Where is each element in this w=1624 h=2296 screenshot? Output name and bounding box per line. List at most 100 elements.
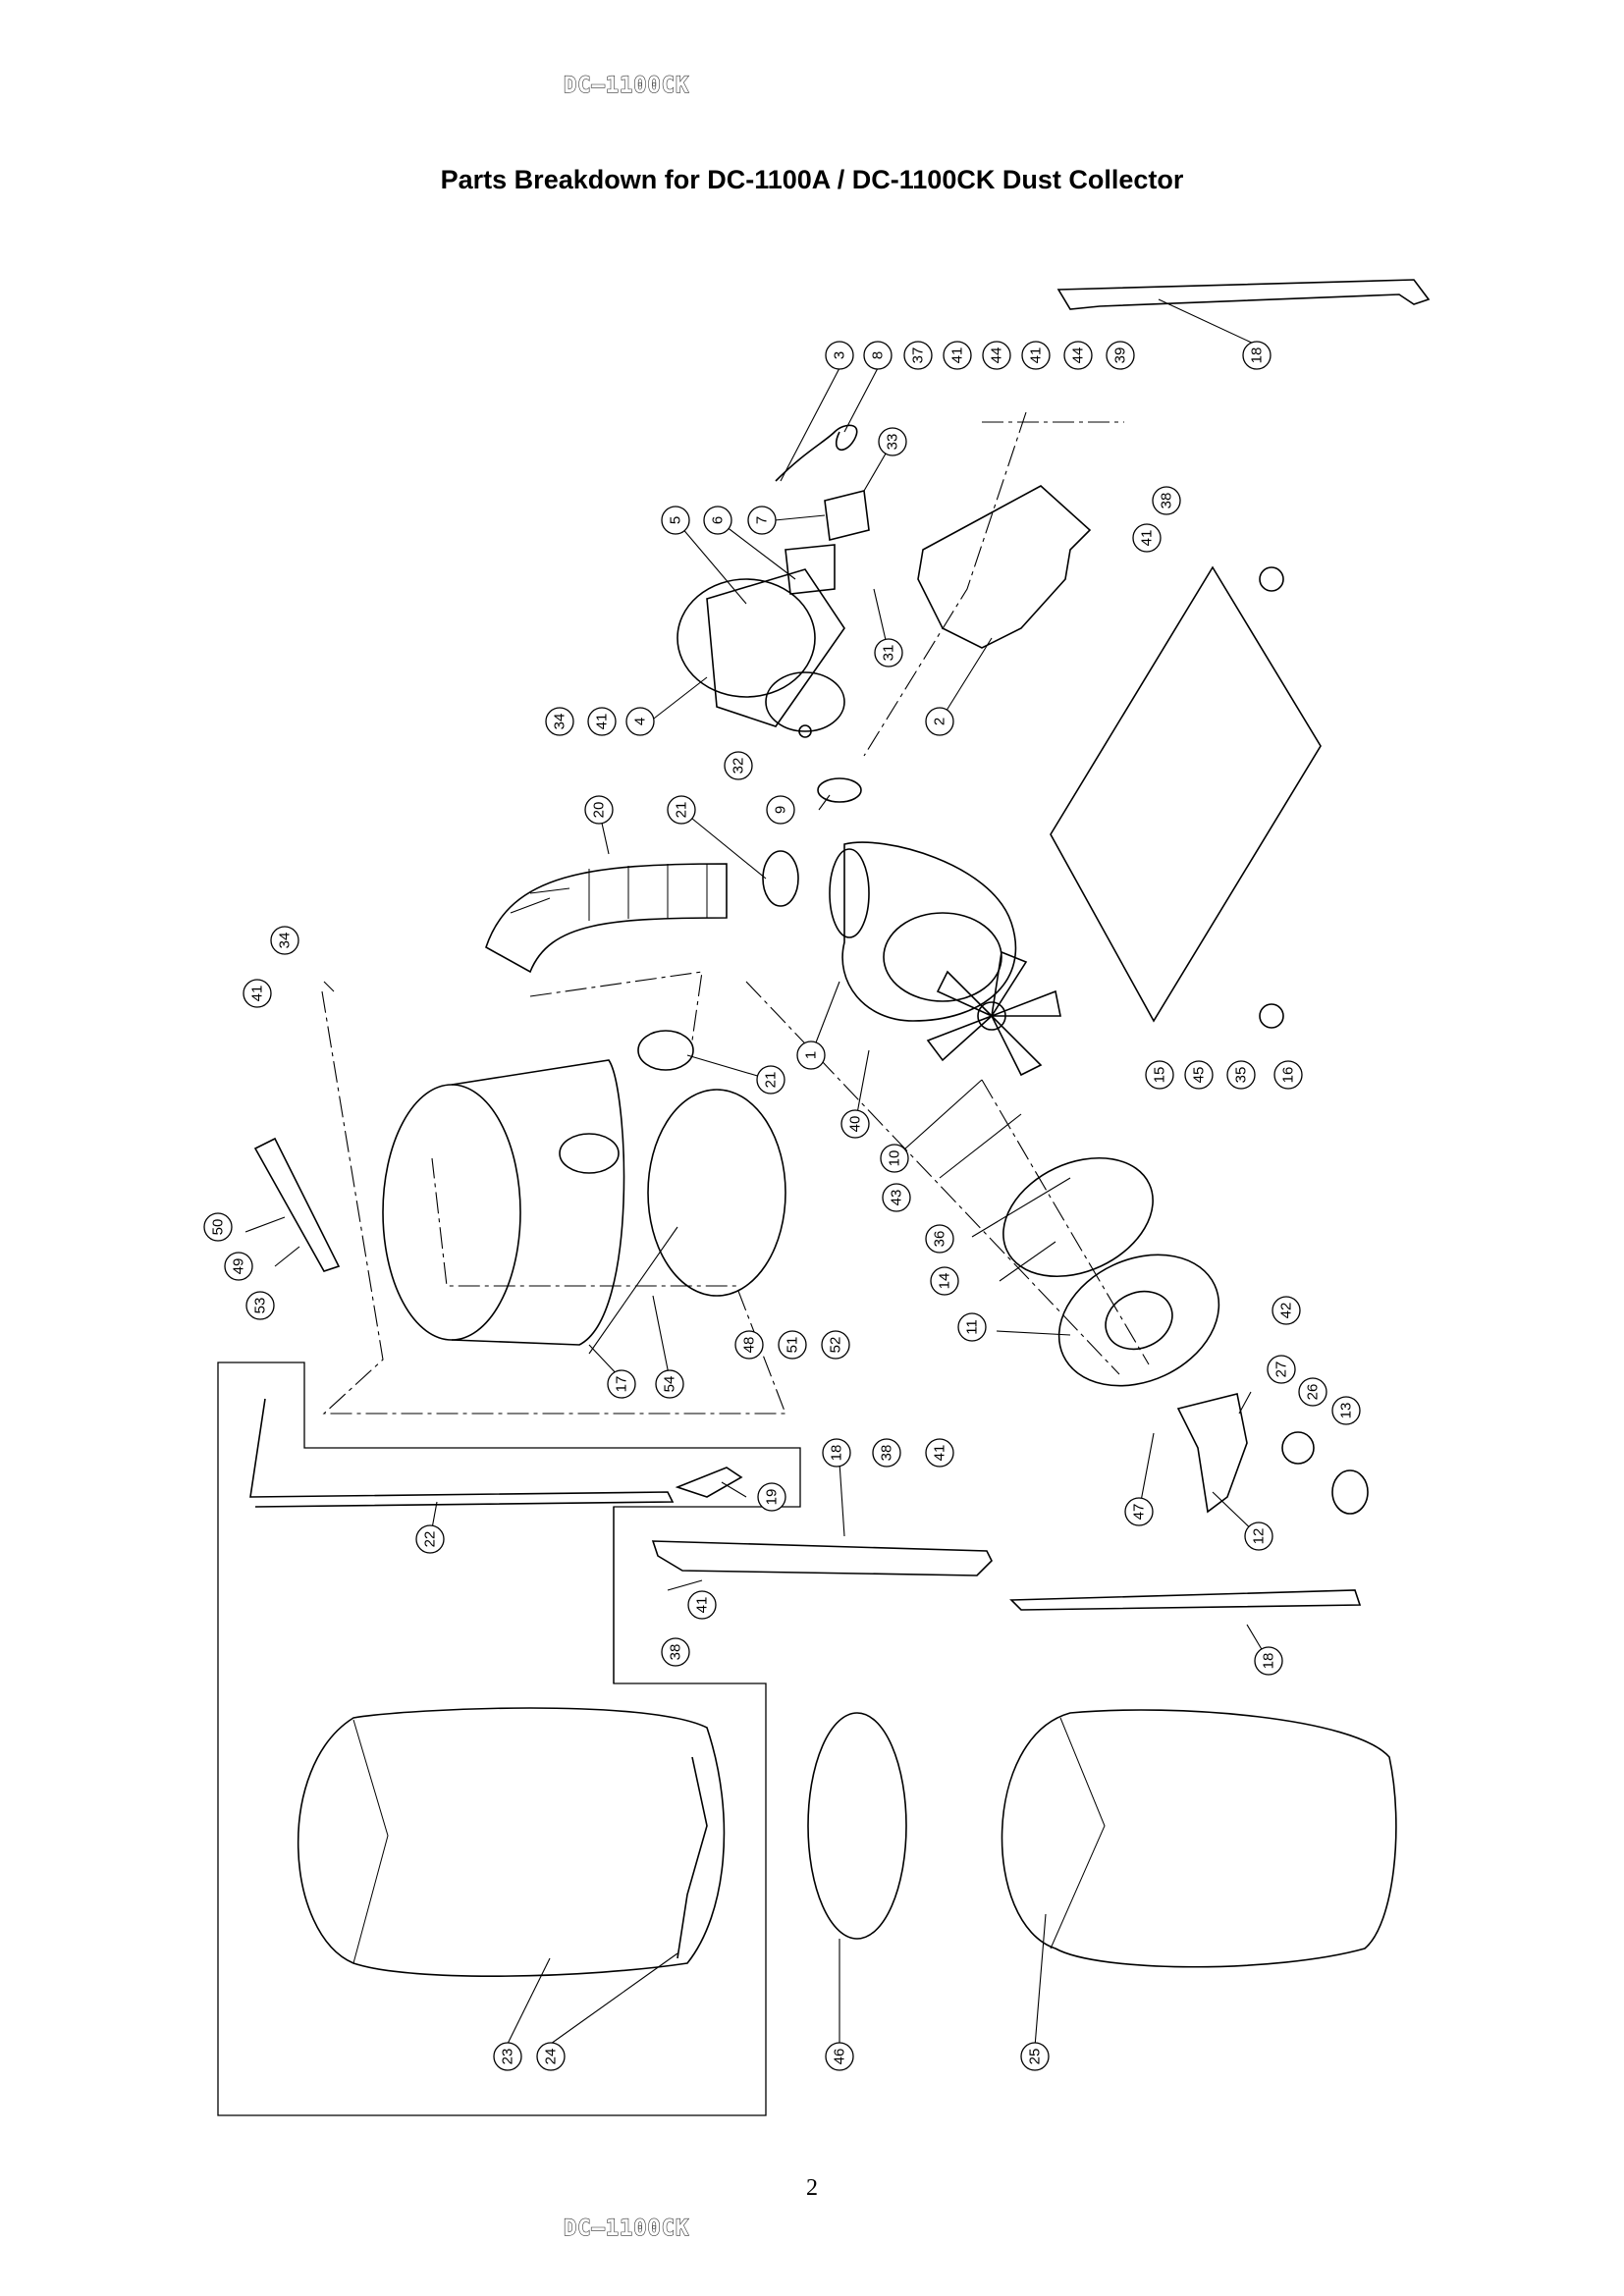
page-number: 2 [806,2175,818,2201]
part-16-caster-top [1259,566,1284,592]
part-26-part [1281,1431,1315,1465]
callout-41: 41 [943,341,972,370]
part-48-disc [647,1089,786,1297]
part-13-cap [1331,1469,1369,1515]
callout-38: 38 [661,1637,690,1667]
svg-text:32: 32 [731,758,747,774]
svg-text:37: 37 [910,347,927,364]
svg-text:41: 41 [1028,347,1045,364]
header-model-mark: DC—1100CK [563,73,690,98]
callout-21: 21 [667,795,696,825]
svg-text:38: 38 [879,1445,895,1462]
part-16-caster-bottom [1259,1003,1284,1029]
svg-text:39: 39 [1112,347,1129,364]
svg-text:47: 47 [1131,1504,1148,1521]
svg-text:43: 43 [889,1190,905,1206]
part-11-inlet-plate [1057,1254,1220,1387]
svg-text:41: 41 [932,1445,948,1462]
svg-text:19: 19 [764,1489,781,1506]
part-19-bracket [675,1467,743,1498]
part-22-rod [249,1398,675,1508]
page-title: Parts Breakdown for DC-1100A / DC-1100CK… [440,165,1184,194]
svg-text:18: 18 [829,1445,845,1462]
svg-text:1: 1 [803,1051,820,1059]
svg-text:2: 2 [932,718,948,725]
svg-text:11: 11 [964,1319,981,1335]
callout-44: 44 [1063,341,1093,370]
svg-text:5: 5 [668,516,684,524]
part-21-clamp-upper [762,850,799,907]
svg-text:35: 35 [1233,1067,1250,1084]
callout-26: 26 [1298,1377,1327,1407]
svg-text:45: 45 [1191,1067,1208,1084]
callout-27: 27 [1267,1355,1296,1384]
callout-45: 45 [1184,1060,1214,1090]
callout-41: 41 [1132,523,1162,553]
callout-2: 2 [925,707,954,736]
svg-text:51: 51 [785,1337,801,1354]
part-18-middle-arm [651,1540,993,1576]
callout-37: 37 [903,341,933,370]
callout-21: 21 [756,1065,785,1095]
callout-12: 12 [1244,1522,1273,1551]
callout-35: 35 [1226,1060,1256,1090]
svg-text:21: 21 [763,1072,780,1089]
svg-text:42: 42 [1278,1303,1295,1319]
svg-text:14: 14 [937,1273,953,1290]
part-10-impeller [926,950,1061,1077]
callout-19: 19 [757,1482,786,1512]
svg-text:52: 52 [828,1337,844,1354]
svg-text:24: 24 [543,2049,560,2065]
svg-text:13: 13 [1338,1403,1355,1419]
svg-text:26: 26 [1305,1384,1322,1401]
part-14-gasket [1002,1156,1154,1278]
callout-5: 5 [661,506,690,535]
svg-text:22: 22 [422,1531,439,1548]
svg-text:18: 18 [1261,1653,1277,1670]
svg-text:34: 34 [277,933,294,949]
callout-34: 34 [270,926,299,955]
callout-8: 8 [863,341,893,370]
svg-text:38: 38 [1159,493,1175,509]
svg-text:41: 41 [594,714,611,730]
callout-23: 23 [493,2042,522,2071]
callout-4: 4 [625,707,655,736]
part-7-switch [824,490,870,541]
svg-text:12: 12 [1251,1528,1268,1545]
callout-14: 14 [930,1266,959,1296]
svg-text:44: 44 [989,347,1005,364]
callout-38: 38 [1152,486,1181,515]
callout-13: 13 [1331,1396,1361,1425]
part-8-cord [775,424,858,482]
svg-text:18: 18 [1249,347,1266,364]
callout-41: 41 [1021,341,1051,370]
svg-text:15: 15 [1152,1067,1168,1084]
part-25-bag [1001,1709,1397,1968]
part-24-strap [677,1756,708,1959]
callout-39: 39 [1106,341,1135,370]
part-46-gasket [807,1712,907,1940]
callout-53: 53 [245,1291,275,1320]
callout-43: 43 [882,1183,911,1212]
callout-11: 11 [957,1312,987,1342]
callout-24: 24 [536,2042,566,2071]
svg-text:49: 49 [231,1258,247,1275]
callout-47: 47 [1124,1497,1154,1526]
svg-text:41: 41 [1139,530,1156,547]
svg-text:50: 50 [210,1219,227,1236]
svg-text:34: 34 [552,714,568,730]
part-1-fan-housing [829,841,1017,1022]
part-6-plate [785,544,836,595]
part-21-clamp-lower [637,1030,694,1071]
callout-18: 18 [1242,341,1272,370]
svg-text:9: 9 [773,806,789,814]
svg-text:6: 6 [710,516,727,524]
part-4-motor [677,568,845,738]
part-18-top-arm [1056,279,1431,310]
callout-33: 33 [878,427,907,456]
callout-10: 10 [880,1144,909,1173]
callout-52: 52 [821,1330,850,1360]
svg-text:48: 48 [741,1337,758,1354]
callout-48: 48 [734,1330,764,1360]
svg-text:10: 10 [887,1150,903,1167]
